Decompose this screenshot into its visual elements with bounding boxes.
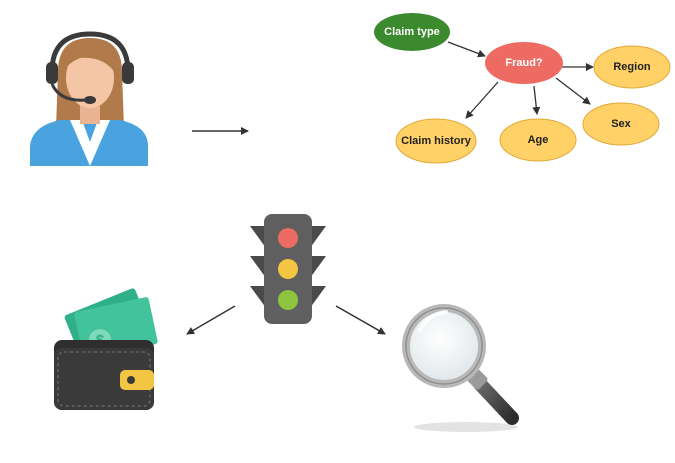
- edge-fraud-age: [532, 85, 541, 115]
- node-claim-type-label: Claim type: [384, 26, 440, 38]
- node-fraud: Fraud?: [485, 42, 563, 84]
- wallet-icon: $: [54, 288, 158, 410]
- node-fraud-shape: [485, 42, 563, 84]
- edge-fraud-claimhistory: [465, 81, 499, 119]
- node-sex: Sex: [582, 102, 660, 146]
- fraud-network-graph: Claim type Fraud? Region Sex Age Claim h…: [374, 13, 671, 164]
- node-claim-type-shape: [374, 13, 450, 51]
- customer-service-agent-icon: [30, 31, 148, 166]
- node-claim-history-label: Claim history: [401, 135, 472, 147]
- node-sex-shape: [582, 102, 660, 146]
- arrow-light-to-search: [335, 305, 386, 335]
- magnifying-glass-icon: [402, 304, 519, 432]
- node-age-shape: [499, 118, 577, 162]
- node-claim-history-shape: [395, 118, 477, 164]
- node-region-label: Region: [613, 61, 651, 73]
- node-age-label: Age: [528, 134, 549, 146]
- node-sex-label: Sex: [611, 118, 631, 130]
- red-light: [278, 228, 298, 248]
- yellow-light: [278, 259, 298, 279]
- edge-claimtype-fraud: [447, 41, 486, 58]
- node-claim-type: Claim type: [374, 13, 450, 51]
- node-age: Age: [499, 118, 577, 162]
- green-light: [278, 290, 298, 310]
- node-region-shape: [593, 45, 671, 89]
- node-fraud-label: Fraud?: [505, 57, 543, 69]
- traffic-light-icon: [250, 214, 326, 324]
- node-region: Region: [593, 45, 671, 89]
- arrow-light-to-wallet: [186, 305, 236, 335]
- node-claim-history: Claim history: [395, 118, 477, 164]
- edge-fraud-sex: [555, 77, 591, 105]
